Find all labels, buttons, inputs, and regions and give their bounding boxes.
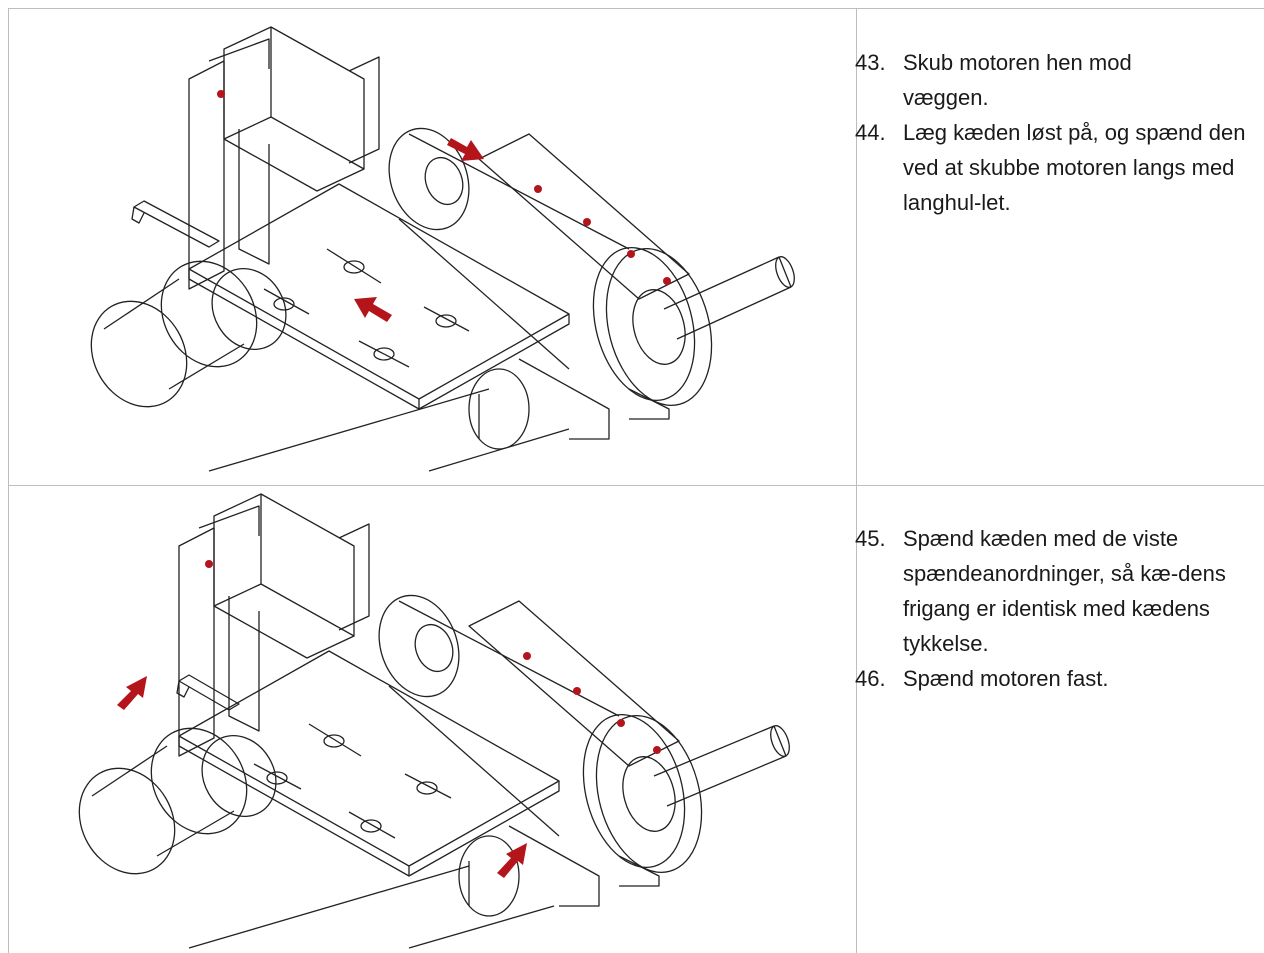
step-item: 46. Spænd motoren fast.	[855, 661, 1260, 696]
step-number: 44.	[855, 120, 886, 145]
steps-43-44: 43. Skub motoren hen mod væggen. 44. Læg…	[855, 45, 1255, 220]
step-text: Spænd kæden med de viste spændeanordning…	[903, 526, 1226, 656]
step-text: Spænd motoren fast.	[903, 666, 1109, 691]
step-list: 45. Spænd kæden med de viste spændeanord…	[855, 521, 1260, 696]
illustration-step-45-46	[9, 486, 856, 953]
table-column-divider	[856, 8, 857, 953]
step-item: 45. Spænd kæden med de viste spændeanord…	[855, 521, 1260, 661]
step-number: 45.	[855, 526, 886, 551]
table-row-divider	[8, 485, 1264, 486]
step-item: 44. Læg kæden løst på, og spænd den ved …	[855, 115, 1255, 220]
step-number: 46.	[855, 666, 886, 691]
step-text: Skub motoren hen mod væggen.	[903, 50, 1132, 110]
step-list: 43. Skub motoren hen mod væggen. 44. Læg…	[855, 45, 1255, 220]
step-text: Læg kæden løst på, og spænd den ved at s…	[903, 120, 1246, 215]
illustration-step-43-44	[9, 9, 856, 485]
instruction-table: 43. Skub motoren hen mod væggen. 44. Læg…	[8, 8, 1264, 953]
steps-45-46: 45. Spænd kæden med de viste spændeanord…	[855, 521, 1260, 696]
step-number: 43.	[855, 50, 886, 75]
step-item: 43. Skub motoren hen mod væggen.	[855, 45, 1255, 115]
table-border-top	[8, 8, 1264, 9]
table-border-left	[8, 8, 9, 953]
